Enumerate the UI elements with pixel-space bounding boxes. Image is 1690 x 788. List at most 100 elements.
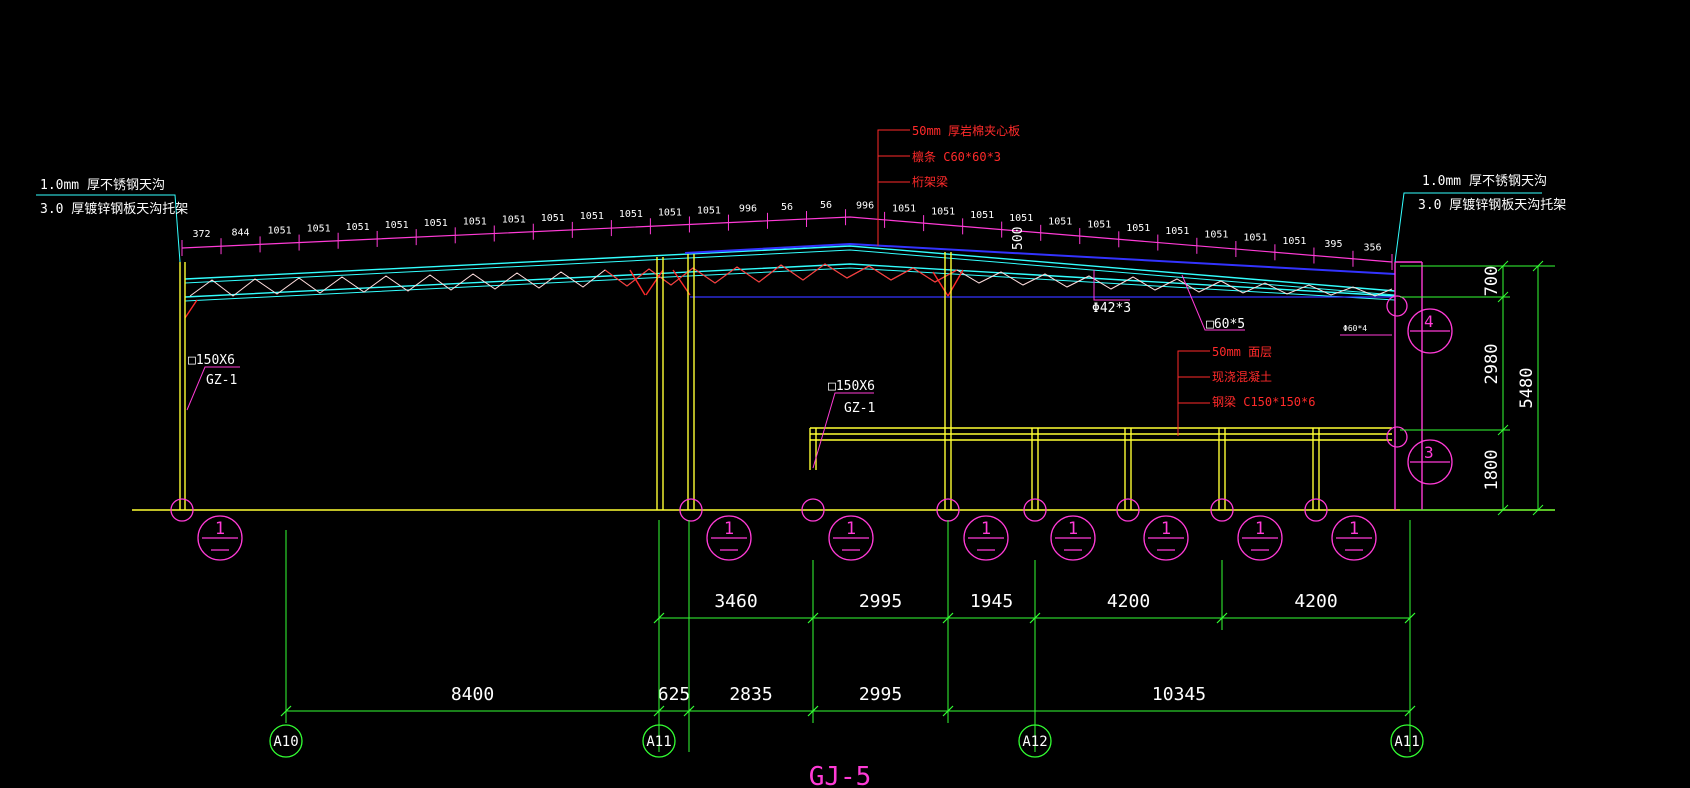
- base-joint-circle: [1116, 498, 1140, 522]
- grid-axis-circle: [1390, 724, 1424, 758]
- grid-axis-label: A12: [1022, 734, 1047, 750]
- base-detail-bubble: [828, 515, 874, 561]
- knee-brace-left: [184, 299, 198, 319]
- base-detail-mark: 1: [1349, 519, 1359, 539]
- purlin-spacing-label: 1051: [1243, 233, 1267, 244]
- purlin-spacing-label: 1051: [1009, 213, 1033, 224]
- base-joint-circle: [679, 498, 703, 522]
- purlin-spacing-label: 1051: [502, 215, 526, 226]
- column-left-name: GZ-1: [206, 373, 237, 388]
- base-detail-bubble: [197, 515, 243, 561]
- gutter-left-line1: 1.0mm 厚不锈钢天沟: [40, 178, 165, 193]
- detail-mark-top: 4: [1424, 312, 1434, 331]
- detail-bubble-top: [1407, 308, 1453, 354]
- purlin-spacing-label: 1051: [385, 220, 409, 231]
- purlin-spacing-label: 395: [1324, 239, 1342, 250]
- detail-mark-mid: 3: [1424, 443, 1434, 462]
- dimension-label: 4200: [1294, 591, 1337, 612]
- right-edge-frame: [1394, 261, 1423, 510]
- gutter-right-line2: 3.0 厚镀锌钢板天沟托架: [1418, 197, 1566, 213]
- base-joint-circle: [170, 498, 194, 522]
- roof-callout-line1: 50mm 厚岩棉夹心板: [912, 123, 1020, 138]
- dimension-label: 2995: [859, 684, 902, 705]
- dimension-label: 2835: [729, 684, 772, 705]
- purlin-spacing-label: 1051: [970, 210, 994, 221]
- purlin-spacing-label: 1051: [346, 222, 370, 233]
- grid-axis-circle: [1018, 724, 1052, 758]
- small-member-label: Φ60*4: [1343, 324, 1367, 333]
- purlin-spacing-label: 1051: [268, 225, 292, 236]
- base-detail-bubble: [1331, 515, 1377, 561]
- detail-bubble-mid: [1407, 439, 1453, 485]
- dimension-label: 10345: [1152, 684, 1206, 705]
- purlin-spacing-label: 996: [856, 200, 874, 211]
- grid-axis-label: A11: [646, 734, 671, 750]
- knee-brace-mid-1: [629, 269, 691, 296]
- column-mid-name: GZ-1: [844, 401, 875, 416]
- floor-callout-line2: 现浇混凝土: [1212, 369, 1272, 384]
- dimension-label: 8400: [451, 684, 494, 705]
- roof-callout-line3: 桁架梁: [912, 174, 948, 189]
- column-left-label: □150X6 GZ-1: [186, 353, 240, 411]
- purlin-spacing-label: 56: [820, 200, 832, 211]
- purlin-line-blue: [684, 242, 1396, 275]
- purlin-spacing-label: 1051: [541, 213, 565, 224]
- purlin-spacing-label: 1051: [424, 218, 448, 229]
- truss-top-chord-inner: [184, 249, 1396, 296]
- purlin-spacing-label: 1051: [307, 224, 331, 235]
- base-detail-mark: 1: [1068, 519, 1078, 539]
- vert-dim-700: 700: [1482, 266, 1502, 297]
- floor-callout-line3: 钢梁 C150*150*6: [1212, 394, 1315, 409]
- base-detail-bubble: [706, 515, 752, 561]
- column-left-section: □150X6: [188, 353, 235, 368]
- grid-axis-label: A11: [1394, 734, 1419, 750]
- base-detail-mark: 1: [981, 519, 991, 539]
- base-detail-mark: 1: [1255, 519, 1265, 539]
- purlin-spacing-label: 356: [1363, 242, 1381, 253]
- roof-callout-line2: 檩条 C60*60*3: [912, 149, 1001, 164]
- base-detail-bubble: [963, 515, 1009, 561]
- gutter-right-line1: 1.0mm 厚不锈钢天沟: [1422, 174, 1547, 189]
- lower-horizontal-dimensions: 8400 625 2835 2995 10345: [280, 520, 1416, 752]
- dimension-label: 625: [658, 684, 691, 705]
- floor-callout: 50mm 面层 现浇混凝土 钢梁 C150*150*6: [1177, 345, 1315, 436]
- purlin-spacing-label: 1051: [1126, 223, 1150, 234]
- roof-sheet-line: [181, 216, 1393, 263]
- purlin-spacing-label: 1051: [1165, 226, 1189, 237]
- base-detail-mark: 1: [1161, 519, 1171, 539]
- purlin-spacing-label: 372: [192, 229, 210, 240]
- detail-joint-mid: [1386, 426, 1408, 448]
- column-mid-section: □150X6: [828, 379, 875, 394]
- detail-marks-right: [1386, 295, 1453, 485]
- purlin-spacing-label: 1051: [580, 211, 604, 222]
- roof-truss: [181, 216, 1396, 319]
- detail-joint-top: [1386, 295, 1408, 317]
- vert-dim-2980: 2980: [1482, 344, 1502, 385]
- purlin-spacing-label: 1051: [931, 207, 955, 218]
- grid-axis-circle: [642, 724, 676, 758]
- purlin-spacing-label: 1051: [1048, 216, 1072, 227]
- right-vertical-dimensions: [1400, 260, 1555, 516]
- base-joint-circle: [1023, 498, 1047, 522]
- purlin-spacing-label: 996: [739, 204, 757, 215]
- base-detail-bubble: [1050, 515, 1096, 561]
- rod-label: Φ42*3: [1092, 301, 1131, 316]
- truss-annotations: 500 Φ42*3 □60*5 Φ60*4: [1011, 227, 1392, 336]
- floor-callout-line1: 50mm 面层: [1212, 345, 1272, 359]
- purlin-spacing-label: 1051: [1282, 236, 1306, 247]
- dimension-label: 2995: [859, 591, 902, 612]
- purlin-spacing-label: 1051: [892, 203, 916, 214]
- gutter-callout-right: 1.0mm 厚不锈钢天沟 3.0 厚镀锌钢板天沟托架: [1394, 174, 1566, 263]
- gutter-callout-left: 1.0mm 厚不锈钢天沟 3.0 厚镀锌钢板天沟托架: [36, 178, 188, 263]
- drawing-title: GJ-5: [809, 762, 872, 788]
- base-joint-circle: [1210, 498, 1234, 522]
- vert-dim-5480: 5480: [1517, 368, 1537, 409]
- grid-axis-circle: [269, 724, 303, 758]
- base-detail-mark: 1: [215, 519, 225, 539]
- vert-dim-1800: 1800: [1482, 450, 1502, 491]
- base-detail-bubble: [1143, 515, 1189, 561]
